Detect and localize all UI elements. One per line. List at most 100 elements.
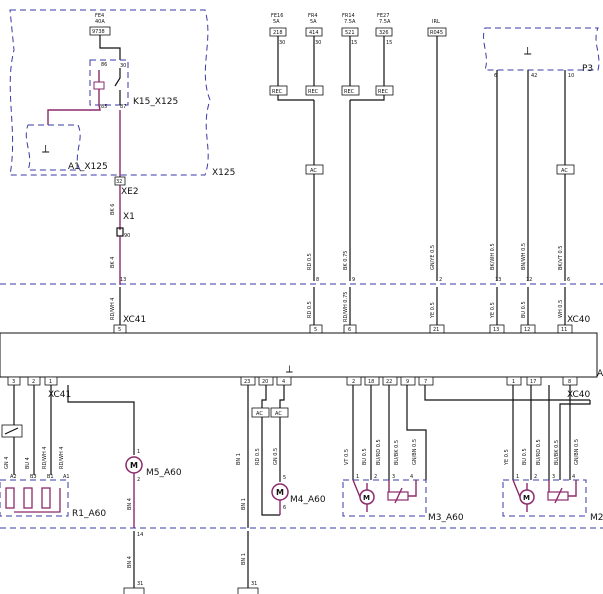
module-x125-label: X125 <box>212 168 235 178</box>
p3-pin-42: 42 <box>531 73 537 79</box>
wire-label: BN 1 <box>241 498 247 510</box>
svg-text:1: 1 <box>137 449 140 455</box>
svg-text:1: 1 <box>516 474 519 480</box>
svg-text:3: 3 <box>392 474 395 480</box>
relay-pin-87: 87 <box>120 104 126 110</box>
module-p3-outline <box>483 27 600 71</box>
svg-text:3: 3 <box>12 379 15 385</box>
svg-text:AC: AC <box>256 411 263 417</box>
wire-label: GN/BN 0.5 <box>412 439 418 465</box>
svg-text:4: 4 <box>410 474 413 480</box>
xc40-pin-top: 12 <box>526 277 532 283</box>
connector-xc40-label: XC40 <box>567 315 591 325</box>
wire-label: YE 0.5 <box>490 302 496 319</box>
connector-x1-label: X1 <box>123 212 135 222</box>
relay-k15-box <box>89 59 129 106</box>
connector-xc41-lower-label: XC41 <box>48 390 71 400</box>
ac-box-upper-2: AC <box>556 164 575 175</box>
wire-label: BU 0.5 <box>521 301 527 318</box>
svg-text:FR14: FR14 <box>342 13 355 19</box>
motor-m4-label: M4_A60 <box>290 495 326 505</box>
wire-label: VT 0.5 <box>344 449 350 465</box>
motor-m5-label: M5_A60 <box>146 468 182 478</box>
wire-label: BK/WH 0.5 <box>490 243 496 270</box>
svg-text:7.5A: 7.5A <box>379 19 391 25</box>
wire-label: RD 0.5 <box>307 301 313 318</box>
svg-text:5A: 5A <box>310 19 317 25</box>
svg-text:2: 2 <box>374 474 377 480</box>
wire-label: BU 0.5 <box>522 448 528 465</box>
svg-text:4: 4 <box>282 379 285 385</box>
svg-text:REC: REC <box>378 89 389 95</box>
connector-xc41-label: XC41 <box>123 315 146 325</box>
svg-text:4: 4 <box>572 474 575 480</box>
ground-icon-a: ⟂ <box>286 364 293 375</box>
relay-k15-label: K15_X125 <box>133 97 178 107</box>
r1-resistors <box>5 487 61 513</box>
svg-text:AC: AC <box>275 411 282 417</box>
wire-label: BK/VT 0.5 <box>558 246 564 270</box>
module-a1-outline <box>25 124 81 171</box>
wire-label: RD/WH 4 <box>110 298 116 320</box>
module-x125-outline <box>9 9 211 176</box>
svg-text:1: 1 <box>356 474 359 480</box>
svg-text:M: M <box>363 494 370 502</box>
xc40-pin-top: 6 <box>567 277 570 283</box>
svg-text:11: 11 <box>561 327 567 333</box>
xe2-pin-number: 32 <box>116 179 122 185</box>
svg-text:B3: B3 <box>30 474 37 480</box>
svg-text:30: 30 <box>315 40 321 46</box>
svg-text:R045: R045 <box>430 30 443 36</box>
wire-label: RD/WH 4 <box>42 447 48 469</box>
svg-text:6: 6 <box>283 505 286 511</box>
wire-label: RD 0.5 <box>255 448 261 465</box>
wire-label: YE 0.5 <box>504 449 510 466</box>
svg-text:AC: AC <box>310 168 317 174</box>
xc41-pin-13: 13 <box>120 277 126 283</box>
irl-connector: IRL R045 <box>427 19 447 37</box>
ac-box-lower-2: AC <box>270 407 289 418</box>
svg-text:A1: A1 <box>63 474 70 480</box>
ground-icon-p3: ⟂ <box>524 44 532 57</box>
bottom-pin-31a: 31 <box>137 581 143 587</box>
svg-text:22: 22 <box>386 379 392 385</box>
svg-text:2: 2 <box>32 379 35 385</box>
svg-text:414: 414 <box>309 30 319 36</box>
p3-pin-10: 10 <box>568 73 574 79</box>
module-r1-label: R1_A60 <box>72 509 106 519</box>
wire-label: BN 4 <box>127 498 133 510</box>
r1-module-outline <box>0 479 69 517</box>
svg-text:B1: B1 <box>47 474 54 480</box>
svg-text:2: 2 <box>137 477 140 483</box>
svg-text:12: 12 <box>524 327 530 333</box>
svg-text:2: 2 <box>352 379 355 385</box>
rec-box-3: REC <box>341 85 360 96</box>
module-a-label: A <box>597 369 603 379</box>
bottom-pin-31b: 31 <box>251 581 257 587</box>
wire-label: RD/WH 4 <box>59 447 65 469</box>
wire-bk4-label: BK 4 <box>110 257 116 268</box>
connector-xe2-label: XE2 <box>121 187 139 197</box>
xc40-pin-top: 9 <box>352 277 355 283</box>
svg-text:FE16: FE16 <box>271 13 283 19</box>
wire-label: BU/RD 0.5 <box>536 439 542 465</box>
rec-box-2: REC <box>305 85 324 96</box>
svg-text:M: M <box>130 461 138 470</box>
svg-text:7: 7 <box>424 379 427 385</box>
fuse-fe4-code: 9738 <box>92 29 105 35</box>
module-a-box <box>0 332 598 378</box>
svg-text:5A: 5A <box>273 19 280 25</box>
svg-text:5: 5 <box>283 475 286 481</box>
x1-pin-number: 90 <box>124 233 130 239</box>
wire-label: BU 4 <box>25 457 31 469</box>
wire-label: BN/WH 0.5 <box>521 243 527 270</box>
svg-text:AC: AC <box>561 168 568 174</box>
wire-bk6-label: BK 6 <box>110 204 116 215</box>
xc41-pin-5: 5 <box>118 327 121 333</box>
svg-text:REC: REC <box>344 89 355 95</box>
svg-text:30: 30 <box>279 40 285 46</box>
svg-text:15: 15 <box>351 40 357 46</box>
svg-text:23: 23 <box>244 379 250 385</box>
wire-label: RD 0.5 <box>307 253 313 270</box>
svg-text:5: 5 <box>314 327 317 333</box>
